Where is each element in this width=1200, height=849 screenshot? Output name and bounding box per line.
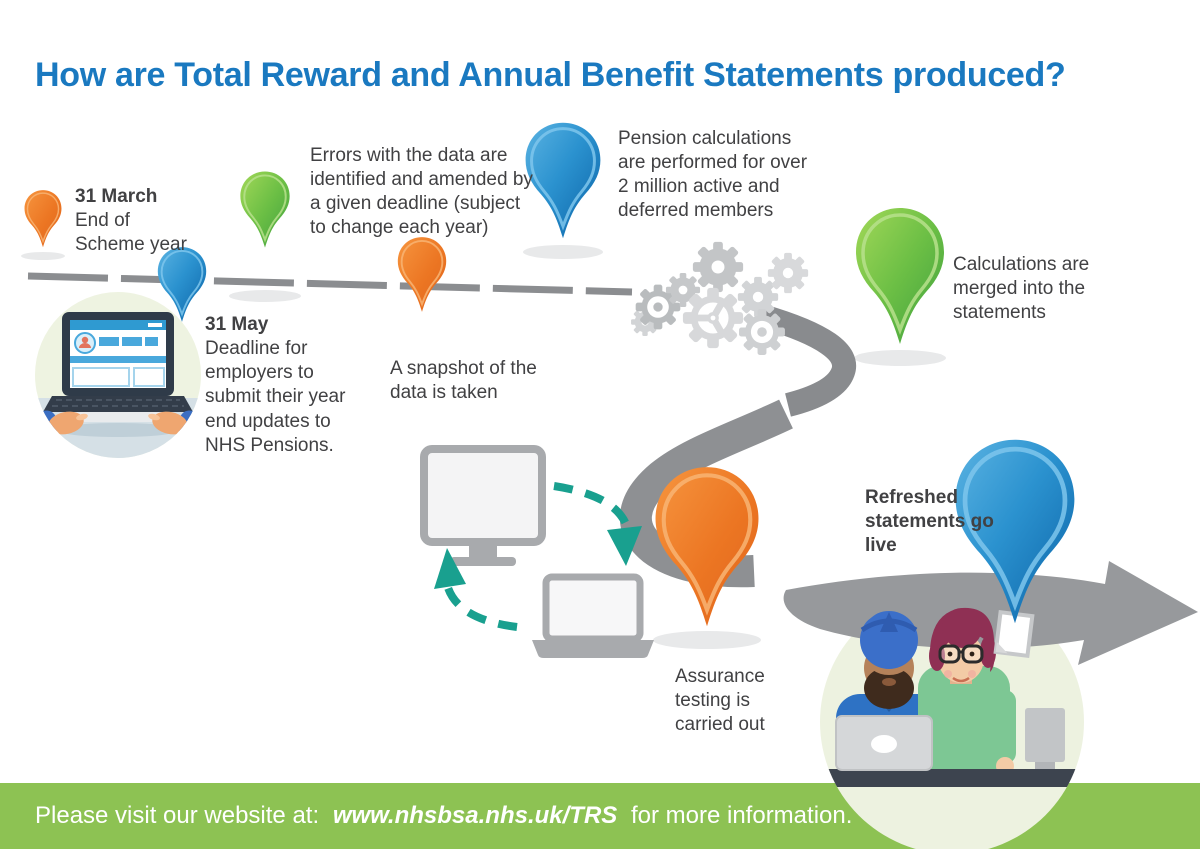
pin-green-errors [240,171,290,248]
step-text: Pension calculations are performed for o… [618,128,808,222]
step-label-employer-deadline: 31 May Deadline for employers to submit … [205,313,353,458]
step-date: 31 March [75,186,158,207]
step-text: Assurance testing is carried out [675,666,765,736]
step-text: Refreshed statements go live [865,487,994,557]
step-label-snapshot-taken: A snapshot of the data is taken [390,357,545,405]
gears-icon [631,241,809,355]
hands [35,410,201,444]
avatar [74,332,96,354]
step-label-statements-go-live: Refreshed statements go live [865,486,995,558]
keyboard [43,396,193,412]
footer-banner: Please visit our website at: www.nhsbsa.… [0,783,1200,849]
arrow-icon [783,561,1198,665]
team-laptop-icon [835,715,933,771]
road-path [620,304,857,588]
step-text: Calculations are merged into the stateme… [953,254,1090,324]
footer-suffix: for more information. [630,802,853,829]
laptop-user-illustration [35,292,201,458]
man-with-turban [836,611,942,778]
step-label-pension-calculations: Pension calculations are performed for o… [618,127,816,224]
pin-orange-assurance [655,467,759,627]
sync-arrows-icon [434,482,642,631]
pin-blue-may [157,247,207,322]
document-icon [993,609,1035,659]
team-illustration [820,607,1084,787]
pin-orange-snapshot [397,237,447,312]
monitor-icon [420,445,546,566]
woman-with-glasses [918,607,1016,776]
footer-url: www.nhsbsa.nhs.uk/TRS [332,802,618,829]
step-label-end-of-scheme-year: 31 March End of Scheme year [75,185,200,257]
step-label-assurance-testing: Assurance testing is carried out [675,665,795,737]
page-title: How are Total Reward and Annual Benefit … [35,55,1066,94]
step-text: A snapshot of the data is taken [390,358,537,404]
step-text: End of Scheme year [75,210,187,256]
pin-shadows [21,245,946,649]
screen-frame [62,312,174,396]
data-transfer-illustration [420,445,654,658]
timeline-dashed-line [27,272,633,296]
step-text: Deadline for employers to submit their y… [205,338,346,456]
step-date: 31 May [205,314,269,335]
glasses-icon [938,644,961,664]
step-label-calculations-merged: Calculations are merged into the stateme… [953,253,1115,325]
footer-prefix: Please visit our website at: [35,802,320,829]
step-text: Errors with the data are identified and … [310,145,533,239]
pin-orange-march [24,190,62,248]
laptop-icon [532,573,654,658]
pin-blue-calculations [525,122,601,239]
pin-green-merged [856,208,944,344]
step-label-errors-amended: Errors with the data are identified and … [310,144,535,241]
